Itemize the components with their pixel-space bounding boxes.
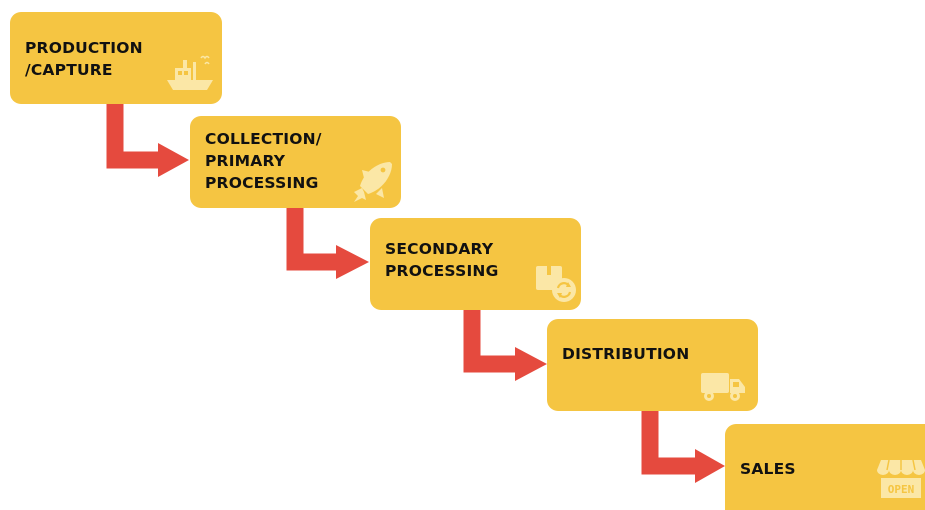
- step-secondary-processing: SECONDARY PROCESSING: [370, 218, 581, 310]
- connector-4: [641, 411, 725, 483]
- step-production-capture: PRODUCTION /CAPTURE: [10, 12, 222, 104]
- connector-1: [106, 104, 189, 177]
- open-sign-text: OPEN: [888, 483, 915, 496]
- delivery-truck-icon: [699, 369, 747, 403]
- step-label: DISTRIBUTION: [562, 345, 690, 363]
- step-label: COLLECTION/ PRIMARY PROCESSING: [205, 130, 322, 192]
- package-refresh-icon: [532, 262, 578, 304]
- fish-icon: [350, 158, 396, 204]
- connector-2: [286, 208, 369, 279]
- step-collection-primary-processing: COLLECTION/ PRIMARY PROCESSING: [190, 116, 401, 208]
- step-distribution: DISTRIBUTION: [547, 319, 758, 411]
- step-label: PRODUCTION /CAPTURE: [25, 39, 143, 79]
- fishing-boat-icon: [165, 52, 215, 94]
- connector-3: [463, 310, 547, 381]
- step-label: SECONDARY PROCESSING: [385, 240, 499, 280]
- step-label: SALES: [740, 460, 796, 478]
- step-sales: SALES OPEN: [725, 424, 925, 510]
- open-shop-icon: OPEN: [877, 458, 925, 498]
